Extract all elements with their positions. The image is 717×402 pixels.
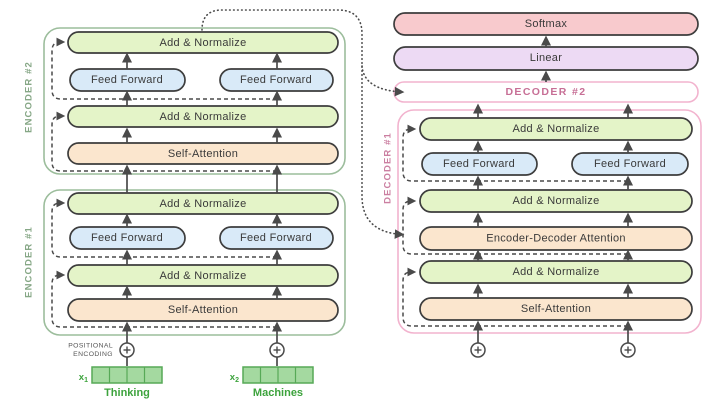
word-thinking: Thinking [104, 387, 150, 399]
decoder-2-label: DECODER #2 [505, 86, 586, 98]
positional-encoding-nodes: POSITIONAL ENCODING [68, 342, 636, 358]
encoder-1-add-normalize-top-label: Add & Normalize [159, 198, 246, 210]
encoder-2-add-normalize-bottom-label: Add & Normalize [159, 111, 246, 123]
softmax-label: Softmax [525, 18, 568, 30]
decoder-1-add-normalize-top-label: Add & Normalize [512, 123, 599, 135]
softmax-pill [393, 12, 699, 36]
encoder-1-block: ENCODER #1 Add & Normalize Feed Forward … [24, 189, 346, 336]
decoder-1-add-normalize-mid-label: Add & Normalize [512, 195, 599, 207]
encoder-2-block: ENCODER #2 Add & Normalize Feed Forward … [24, 27, 346, 175]
decoder-1-residual-self-attention [402, 267, 628, 327]
encoder-2-side-label: ENCODER #2 [24, 61, 35, 133]
decoder-1-feed-forward-left-pill [421, 152, 538, 176]
input-embeddings: x1 Thinking x2 Machines [79, 366, 314, 399]
encoder-1-residual-feed-forward [51, 198, 277, 258]
decoder-1-block: DECODER #1 Add & Normalize Feed Forward … [383, 109, 702, 334]
decoder-1-add-normalize-top-pill [419, 117, 693, 141]
decoder-2-block: DECODER #2 [393, 81, 699, 103]
encoder-2-residual-feed-forward [51, 37, 277, 100]
decoder-1-add-normalize-mid-pill [419, 189, 693, 213]
encoder-output-to-decoder-2-path [361, 65, 405, 97]
decoder-1-side-label: DECODER #1 [383, 132, 394, 204]
decoder-1-self-attention-label: Self-Attention [521, 303, 591, 315]
encoder-1-add-normalize-top-pill [67, 192, 339, 215]
encoder-to-decoder-dotted-connections [201, 9, 405, 239]
decoder-1-feed-forward-right-label: Feed Forward [594, 158, 666, 170]
encoder-2-feed-forward-left-label: Feed Forward [91, 74, 163, 86]
positional-encoding-label-line1: POSITIONAL [68, 343, 113, 350]
decoder-1-residual-feed-forward [402, 124, 628, 182]
decoder-1-residual-enc-dec-attention [402, 196, 628, 255]
encoder-2-add-normalize-bottom-pill [67, 105, 339, 128]
decoder-1-encoder-decoder-attention-label: Encoder-Decoder Attention [486, 233, 626, 245]
encoder-1-feed-forward-left-label: Feed Forward [91, 232, 163, 244]
encoder-2-self-attention-label: Self-Attention [168, 148, 238, 160]
positional-encoding-label-line2: ENCODING [73, 351, 113, 358]
decoder-1-add-normalize-bottom-label: Add & Normalize [512, 266, 599, 278]
encoder-2-add-normalize-top-label: Add & Normalize [159, 37, 246, 49]
encoder-2-self-attention-pill [67, 142, 339, 165]
encoder-1-self-attention-pill [67, 298, 339, 322]
encoder-1-self-attention-label: Self-Attention [168, 304, 238, 316]
decoder-1-feed-forward-right-pill [571, 152, 689, 176]
encoder-1-side-label: ENCODER #1 [24, 226, 35, 298]
residual-dashed-connections [51, 37, 628, 328]
encoder-1-add-normalize-bottom-pill [67, 264, 339, 287]
x2-label: x2 [230, 372, 239, 384]
encoder-1-residual-self-attention [51, 270, 277, 328]
x1-label: x1 [79, 372, 88, 384]
encoder-2-add-normalize-top-pill [67, 31, 339, 54]
decoder-1-feed-forward-left-label: Feed Forward [443, 158, 515, 170]
encoder-1-add-normalize-bottom-label: Add & Normalize [159, 270, 246, 282]
decoder-1-add-normalize-bottom-pill [419, 260, 693, 284]
output-head: Softmax Linear [393, 12, 699, 71]
encoder-2-residual-self-attention [51, 111, 277, 172]
word-machines: Machines [253, 387, 303, 399]
encoder-2-container [43, 27, 346, 175]
encoder-2-feed-forward-right-label: Feed Forward [240, 74, 312, 86]
decoder-1-self-attention-pill [419, 297, 693, 321]
encoder-1-feed-forward-right-label: Feed Forward [240, 232, 312, 244]
decoder-1-encoder-decoder-attention-pill [419, 226, 693, 251]
linear-label: Linear [530, 52, 562, 64]
